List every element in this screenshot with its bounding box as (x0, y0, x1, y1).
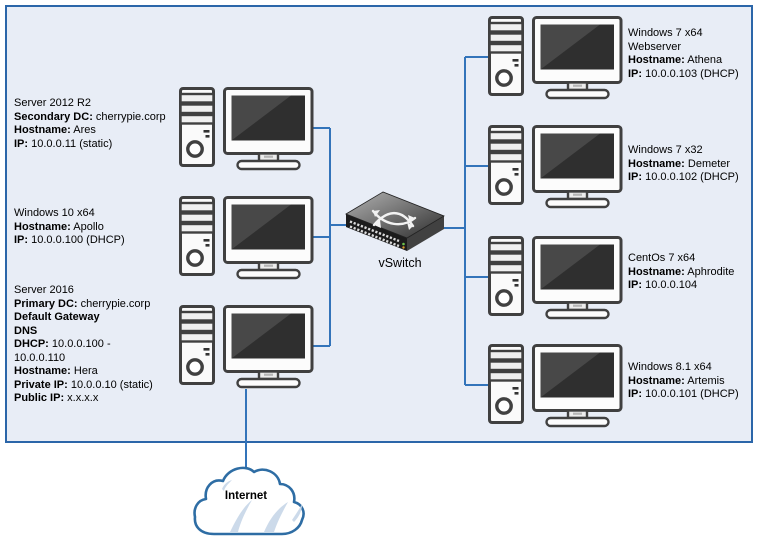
vswitch-icon (345, 191, 445, 251)
wire-right-bus (440, 56, 490, 386)
computer-icon-apollo (179, 196, 314, 286)
switch-arrowheads (373, 210, 415, 230)
internet-label: Internet (224, 490, 268, 502)
computer-icon-aphrodite (488, 236, 623, 326)
computer-icon-athena (488, 16, 623, 106)
computer-icon-hera (179, 305, 314, 395)
computer-icon-ares (179, 87, 314, 177)
computer-icon-demeter (488, 125, 623, 215)
computer-icon-artemis (488, 344, 623, 434)
vswitch-label: vSwitch (378, 256, 422, 270)
wire-left-bus (313, 127, 355, 347)
cloud-sheen (222, 480, 302, 532)
internet-cloud-icon (193, 466, 305, 536)
